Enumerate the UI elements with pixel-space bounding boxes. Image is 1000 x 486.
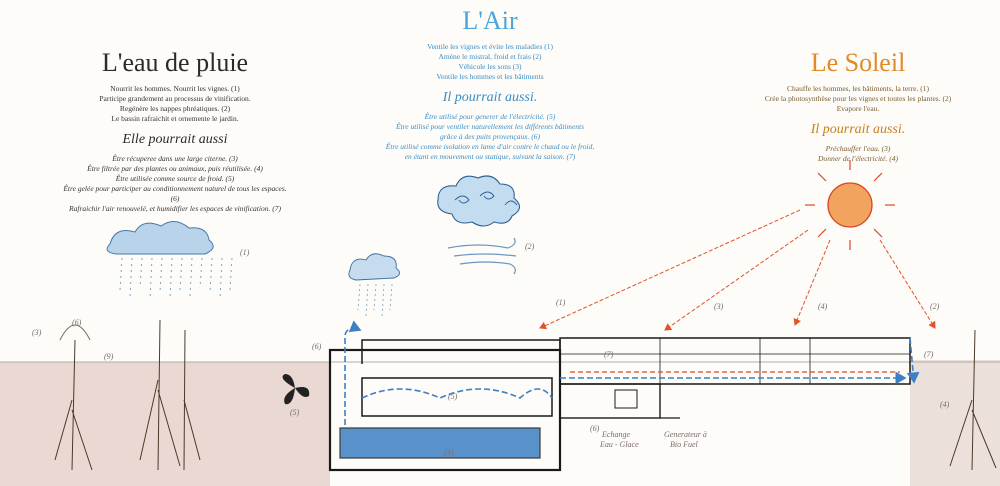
air-line: Ventile les vignes et évite les maladies… <box>426 42 553 51</box>
marker-9: (9) <box>104 352 114 361</box>
air-line: Ventile les hommes et les bâtiments <box>436 72 544 81</box>
rain-title: L'eau de pluie <box>101 48 249 77</box>
building-section <box>328 337 911 472</box>
marker-5b: (5) <box>448 392 458 401</box>
soil-band <box>0 360 1000 486</box>
air-column: L'Air Ventile les vignes et évite les ma… <box>375 6 605 162</box>
rain-subline: Être filtrée par des plantes ou animaux,… <box>87 164 263 173</box>
label-bio-fuel: Bio Fuel <box>670 440 698 449</box>
label-echange: Echange <box>602 430 630 439</box>
sun-line: Crée la photosynthèse pour les vignes et… <box>764 94 952 103</box>
wind-cloud-icon <box>437 175 521 275</box>
sun-title: Le Soleil <box>810 48 906 77</box>
rain-line: Nourrit les hommes. Nourrit les vignes. … <box>110 84 240 93</box>
rain-line: Le bassin rafraichit et ornemente le jar… <box>111 114 239 123</box>
sun-icon <box>805 160 895 250</box>
marker-7: (7) <box>604 350 614 359</box>
small-rain-cloud-icon <box>348 253 400 319</box>
air-subline: en étant en mouvement ou statique, suiva… <box>404 152 576 161</box>
rain-subline: Être utilisée comme source de froid. (5) <box>115 174 235 183</box>
rain-subline: Être gelée pour participer au conditionn… <box>63 184 287 203</box>
marker-6: (6) <box>72 318 82 327</box>
rain-column: L'eau de pluie Nourrit les hommes. Nourr… <box>60 48 290 214</box>
marker-sun-1: (1) <box>556 298 566 307</box>
sun-subtitle: Il pourrait aussi. <box>810 122 906 137</box>
sun-line: Chauffe les hommes, les bâtiments, la te… <box>787 84 929 93</box>
marker-wind-2: (2) <box>525 242 535 251</box>
rain-subtitle: Elle pourrait aussi <box>122 132 228 147</box>
marker-sun-4: (4) <box>818 302 828 311</box>
sun-subline: Préchauffer l'eau. (3) <box>825 144 891 153</box>
blue-air-flow <box>344 320 920 425</box>
air-line: Amène le mistral, froid et frais (2) <box>438 52 542 61</box>
rain-subline: Rafraichir l'air renouvelé, et humidifie… <box>69 204 281 213</box>
marker-6c: (6) <box>590 424 600 433</box>
air-subline: Être utilisé pour ventiler naturellement… <box>395 122 585 131</box>
marker-sun-2: (2) <box>930 302 940 311</box>
air-lines: Ventile les vignes et évite les maladies… <box>375 42 605 82</box>
rain-subline: Être récuperee dans une large citerne. (… <box>112 154 238 163</box>
marker-7b: (7) <box>924 350 934 359</box>
marker-sun-3: (3) <box>714 302 724 311</box>
vine-trees <box>54 319 997 471</box>
air-line: Véhicule les sons (3) <box>458 62 522 71</box>
rain-line: Participe grandement au processus de vin… <box>99 94 251 103</box>
rain-sublines: Être récuperee dans une large citerne. (… <box>60 154 290 214</box>
air-sublines: Être utilisé pour generer de l'électrici… <box>375 112 605 162</box>
sun-column: Le Soleil Chauffe les hommes, les bâtime… <box>758 48 958 164</box>
air-subline: grâce à des puits provençaux. (6) <box>439 132 541 141</box>
sun-lines: Chauffe les hommes, les bâtiments, la te… <box>758 84 958 114</box>
sun-ray-arrows <box>539 209 936 331</box>
sun-line: Evapore l'eau. <box>836 104 880 113</box>
rain-cloud-icon <box>106 221 233 301</box>
air-subtitle: Il pourrait aussi. <box>442 90 538 105</box>
air-subline: Être utilisé pour generer de l'électrici… <box>424 112 556 121</box>
label-generateur: Generateur à <box>664 430 707 439</box>
marker-5: (5) <box>290 408 300 417</box>
marker-3b: (3) <box>444 448 454 457</box>
rain-lines: Nourrit les hommes. Nourrit les vignes. … <box>60 84 290 124</box>
wind-turbine-icon <box>282 374 310 405</box>
marker-4: (4) <box>940 400 950 409</box>
label-eau-glace: Eau - Glace <box>600 440 639 449</box>
sun-subline: Donner de l'électricité. (4) <box>818 154 898 163</box>
air-subline: Être utilisé comme isolation en lame d'a… <box>385 142 595 151</box>
rain-line: Regénère les nappes phréatiques. (2) <box>119 104 231 113</box>
sun-sublines: Préchauffer l'eau. (3) Donner de l'élect… <box>758 144 958 164</box>
air-title: L'Air <box>462 6 518 35</box>
marker-6b: (6) <box>312 342 322 351</box>
marker-3: (3) <box>32 328 42 337</box>
marker-rain-1: (1) <box>240 248 250 257</box>
